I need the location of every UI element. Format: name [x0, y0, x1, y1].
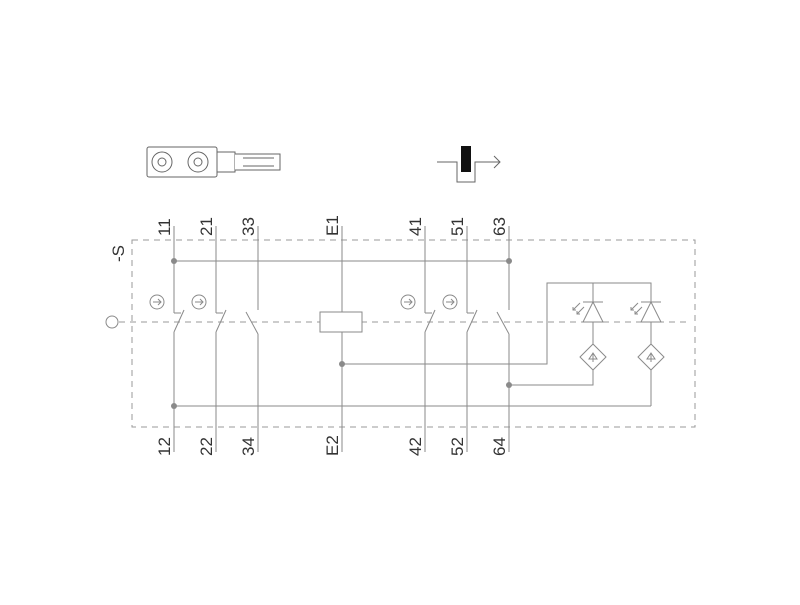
contact-41-42: [400, 226, 436, 452]
terminal-labels-bottom: 12 22 34 E2 42 52 64: [155, 435, 509, 456]
actuator-key-icon: [146, 146, 281, 178]
terminal-label-63: 63: [490, 217, 509, 236]
terminal-label-E2: E2: [323, 435, 342, 456]
solenoid-coil-icon: [319, 226, 363, 452]
contact-21-22: [191, 226, 227, 452]
terminal-label-51: 51: [448, 217, 467, 236]
positive-opening-icon: [149, 294, 165, 310]
contact-51-52: [442, 226, 478, 452]
terminal-label-64: 64: [490, 437, 509, 456]
contact-33-34: [245, 226, 259, 452]
contact-11-12: [149, 226, 185, 452]
positive-opening-icon: [400, 294, 416, 310]
terminal-label-22: 22: [197, 437, 216, 456]
terminal-label-12: 12: [155, 437, 174, 456]
positive-opening-icon: [191, 294, 207, 310]
positive-opening-icon: [442, 294, 458, 310]
terminal-labels-top: 11 21 33 E1 41 51 63: [155, 215, 509, 236]
terminal-label-11: 11: [155, 218, 174, 236]
internal-wiring: [171, 258, 652, 409]
led-icon: [630, 300, 665, 371]
led-icon: [572, 300, 607, 371]
terminal-label-34: 34: [239, 437, 258, 456]
terminal-label-21: 21: [197, 217, 216, 236]
device-tag-label: -S: [109, 245, 128, 262]
terminal-label-33: 33: [239, 217, 258, 236]
terminal-label-E1: E1: [323, 215, 342, 236]
contact-63-64: [496, 226, 510, 452]
terminal-label-41: 41: [406, 217, 425, 236]
actuator-operator-circle: [105, 315, 119, 329]
actuator-travel-symbol-icon: [437, 146, 501, 183]
terminal-label-42: 42: [406, 437, 425, 456]
terminal-label-52: 52: [448, 437, 467, 456]
